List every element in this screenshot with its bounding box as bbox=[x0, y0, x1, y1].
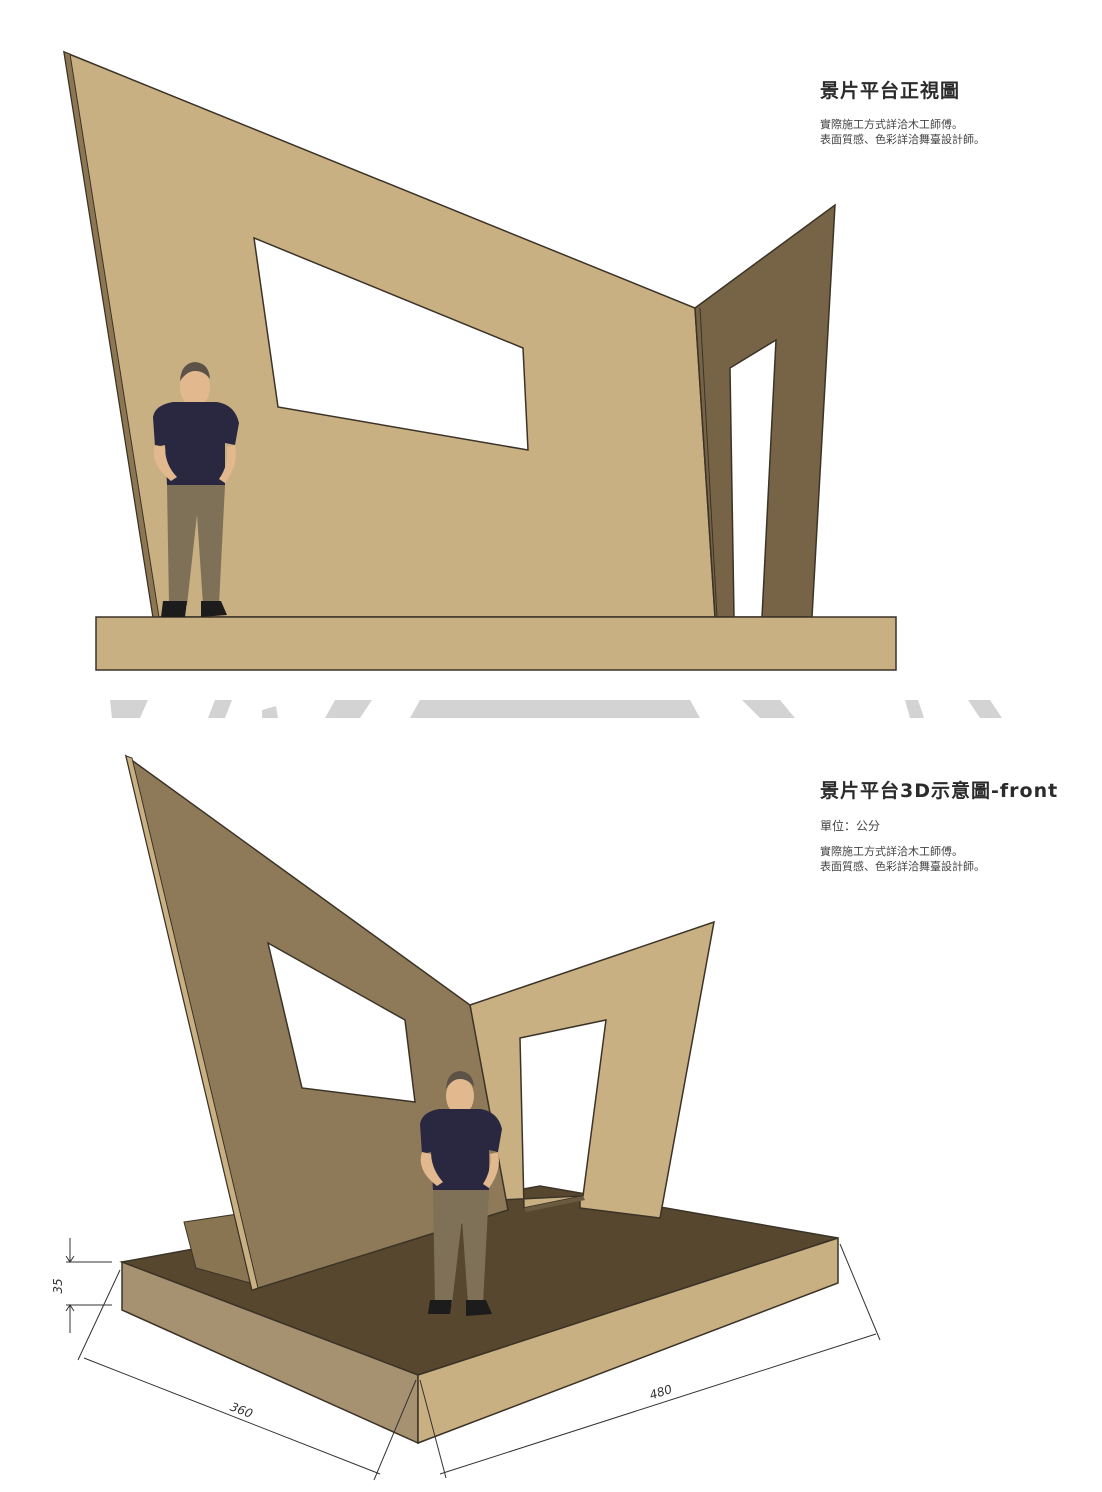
front-side-panel bbox=[694, 203, 836, 618]
dim-depth-360: 360 bbox=[228, 1400, 255, 1421]
dim-height-35: 35 bbox=[51, 1278, 65, 1293]
perspective-view-note-construction: 實際施工方式詳洽木工師傅。 bbox=[820, 845, 963, 858]
dim-width-480: 480 bbox=[648, 1382, 674, 1403]
unit-label: 單位：公分 bbox=[820, 819, 881, 833]
tall-panel-edge bbox=[125, 755, 259, 1291]
gray-band bbox=[110, 700, 1002, 718]
front-platform bbox=[95, 616, 897, 671]
perspective-view-caption: 景片平台3D示意圖-front 單位：公分 實際施工方式詳洽木工師傅。 表面質感… bbox=[820, 776, 1100, 874]
front-view-caption: 景片平台正視圖 實際施工方式詳洽木工師傅。 表面質感、色彩詳洽舞臺設計師。 bbox=[820, 76, 1090, 147]
human-figure-front bbox=[153, 362, 239, 617]
perspective-view-title: 景片平台3D示意圖-front bbox=[820, 780, 1059, 802]
front-view-note-construction: 實際施工方式詳洽木工師傅。 bbox=[820, 118, 963, 131]
front-view-title: 景片平台正視圖 bbox=[820, 80, 961, 102]
dimension-lines bbox=[65, 1238, 881, 1481]
platform-right-face bbox=[417, 1236, 839, 1445]
perspective-view-note-finish: 表面質感、色彩詳洽舞臺設計師。 bbox=[820, 860, 985, 873]
front-view-note-finish: 表面質感、色彩詳洽舞臺設計師。 bbox=[820, 133, 985, 146]
front-view-notes: 實際施工方式詳洽木工師傅。 表面質感、色彩詳洽舞臺設計師。 bbox=[820, 117, 1090, 147]
front-main-panel bbox=[63, 50, 716, 618]
right-door-panel bbox=[469, 920, 715, 1219]
perspective-model bbox=[119, 754, 839, 1445]
human-figure-perspective bbox=[420, 1071, 502, 1316]
